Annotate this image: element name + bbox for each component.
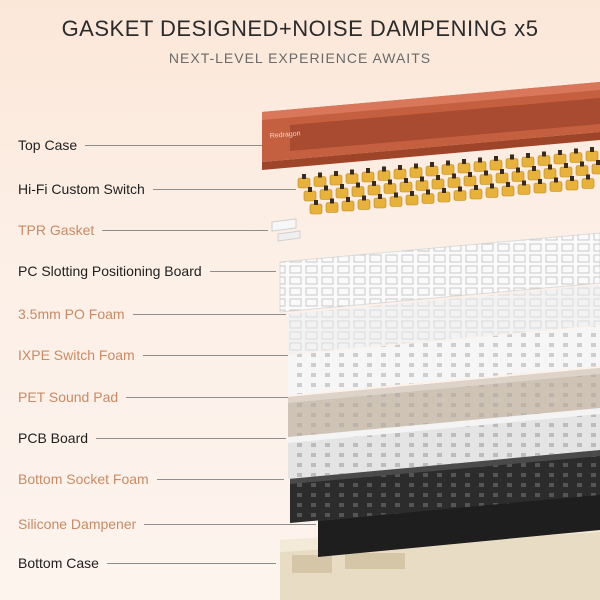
switch-icon <box>431 175 445 190</box>
switch-icon <box>393 165 407 180</box>
switch-icon <box>517 180 531 195</box>
switch-icon <box>441 160 455 175</box>
switch-icon <box>501 182 515 197</box>
label-hifi-custom-switch: Hi-Fi Custom Switch <box>18 181 145 197</box>
leader-line <box>106 563 276 564</box>
switch-icon <box>457 159 471 174</box>
switch-layer <box>297 147 600 215</box>
switch-icon <box>437 188 451 203</box>
switch-icon <box>373 194 387 209</box>
switch-icon <box>585 147 599 162</box>
switch-icon <box>543 164 557 179</box>
switch-icon <box>303 187 317 202</box>
switch-icon <box>357 195 371 210</box>
switch-icon <box>297 174 311 189</box>
switch-icon <box>309 200 323 215</box>
pcb-board-layer <box>288 408 600 479</box>
tpr-gasket-layer <box>271 218 301 242</box>
label-pc-slotting-board: PC Slotting Positioning Board <box>18 263 202 279</box>
switch-icon <box>463 172 477 187</box>
switch-icon <box>319 185 333 200</box>
switch-icon <box>377 166 391 181</box>
switch-icon <box>511 167 525 182</box>
switch-icon <box>591 160 600 175</box>
po-foam-layer <box>288 285 600 354</box>
switch-icon <box>479 170 493 185</box>
switch-icon <box>521 153 535 168</box>
switch-icon <box>553 150 567 165</box>
switch-icon <box>335 184 349 199</box>
label-pet-sound-pad: PET Sound Pad <box>18 389 119 405</box>
switch-icon <box>559 163 573 178</box>
pc-positioning-board-layer <box>279 232 600 313</box>
switch-icon <box>549 177 563 192</box>
switch-icon <box>425 162 439 177</box>
switch-icon <box>469 185 483 200</box>
leader-line <box>209 271 276 272</box>
leader-line <box>142 355 288 356</box>
leader-line <box>156 479 284 480</box>
switch-icon <box>329 171 343 186</box>
switch-icon <box>473 157 487 172</box>
switch-icon <box>325 198 339 213</box>
leader-line <box>152 189 296 190</box>
switch-icon <box>383 179 397 194</box>
leader-line <box>85 145 262 146</box>
leader-line <box>102 230 268 231</box>
switch-icon <box>489 156 503 171</box>
brand-mark: Redragon <box>270 130 301 140</box>
switch-icon <box>495 169 509 184</box>
label-bottom-socket-foam: Bottom Socket Foam <box>18 471 149 487</box>
switch-icon <box>415 176 429 191</box>
switch-icon <box>485 183 499 198</box>
label-po-foam: 3.5mm PO Foam <box>18 306 125 322</box>
switch-icon <box>405 191 419 206</box>
page-subtitle: NEXT-LEVEL EXPERIENCE AWAITS <box>168 50 432 66</box>
label-tpr-gasket: TPR Gasket <box>18 222 95 238</box>
switch-icon <box>447 173 461 188</box>
switch-icon <box>527 166 541 181</box>
switch-icon <box>575 161 589 176</box>
switch-icon <box>533 179 547 194</box>
label-silicone-dampener: Silicone Dampener <box>18 516 137 532</box>
bottom-socket-foam-layer <box>290 450 600 523</box>
switch-icon <box>341 197 355 212</box>
page-title: GASKET DESIGNED+NOISE DAMPENING x5 <box>61 16 539 41</box>
leader-line <box>144 524 316 525</box>
leader-line <box>96 438 286 439</box>
switch-icon <box>389 192 403 207</box>
pet-sound-pad-layer <box>288 368 600 437</box>
switch-icon <box>581 174 595 189</box>
switch-icon <box>361 168 375 183</box>
label-pcb-board: PCB Board <box>18 430 89 446</box>
label-bottom-case: Bottom Case <box>18 555 99 571</box>
leader-line <box>126 397 288 398</box>
switch-icon <box>345 169 359 184</box>
switch-icon <box>565 176 579 191</box>
switch-icon <box>367 181 381 196</box>
switch-icon <box>505 154 519 169</box>
top-case-layer: Redragon <box>262 82 600 170</box>
switch-icon <box>351 182 365 197</box>
switch-icon <box>409 163 423 178</box>
leader-line <box>132 314 286 315</box>
switch-icon <box>313 172 327 187</box>
switch-icon <box>421 189 435 204</box>
switch-icon <box>453 186 467 201</box>
switch-icon <box>399 178 413 193</box>
label-ixpe-switch-foam: IXPE Switch Foam <box>18 347 135 363</box>
switch-icon <box>569 148 583 163</box>
label-top-case: Top Case <box>18 137 78 153</box>
switch-icon <box>537 151 551 166</box>
ixpe-switch-foam-layer <box>288 326 600 395</box>
